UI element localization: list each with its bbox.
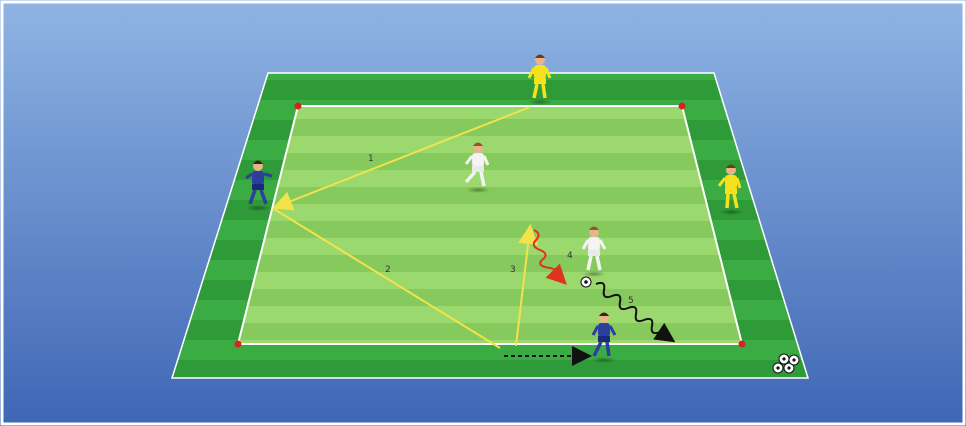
dribble-5-black-path (595, 281, 676, 343)
inner-field (236, 105, 744, 345)
player-yellow-top (527, 54, 552, 105)
pass-arrows (272, 106, 539, 349)
pass-1-label: 1 (368, 154, 374, 164)
cone-top-right (678, 102, 686, 110)
player-yellow-right (717, 164, 743, 215)
dribble-5-label: 5 (628, 296, 634, 306)
cone-bottom-left (234, 340, 242, 348)
cone-top-left (294, 102, 302, 110)
pass-2-arrow (273, 208, 501, 349)
dribble-4-label: 4 (567, 251, 573, 261)
player-blue-bottom (591, 312, 617, 363)
cone-bottom-right (738, 340, 746, 348)
player-blue-left (245, 160, 273, 211)
player-white-ball (581, 226, 607, 277)
pass-2-label: 2 (385, 265, 391, 275)
pass-3-arrow (515, 224, 539, 347)
pass-3-label: 3 (510, 265, 516, 275)
soccer-ball-icon (580, 276, 592, 288)
pass-1-arrow (272, 106, 531, 211)
dribble-4-red-path (532, 229, 567, 285)
cones (234, 102, 746, 348)
soccer-balls-pile-icon (772, 353, 800, 374)
player-white-upper (464, 142, 490, 193)
